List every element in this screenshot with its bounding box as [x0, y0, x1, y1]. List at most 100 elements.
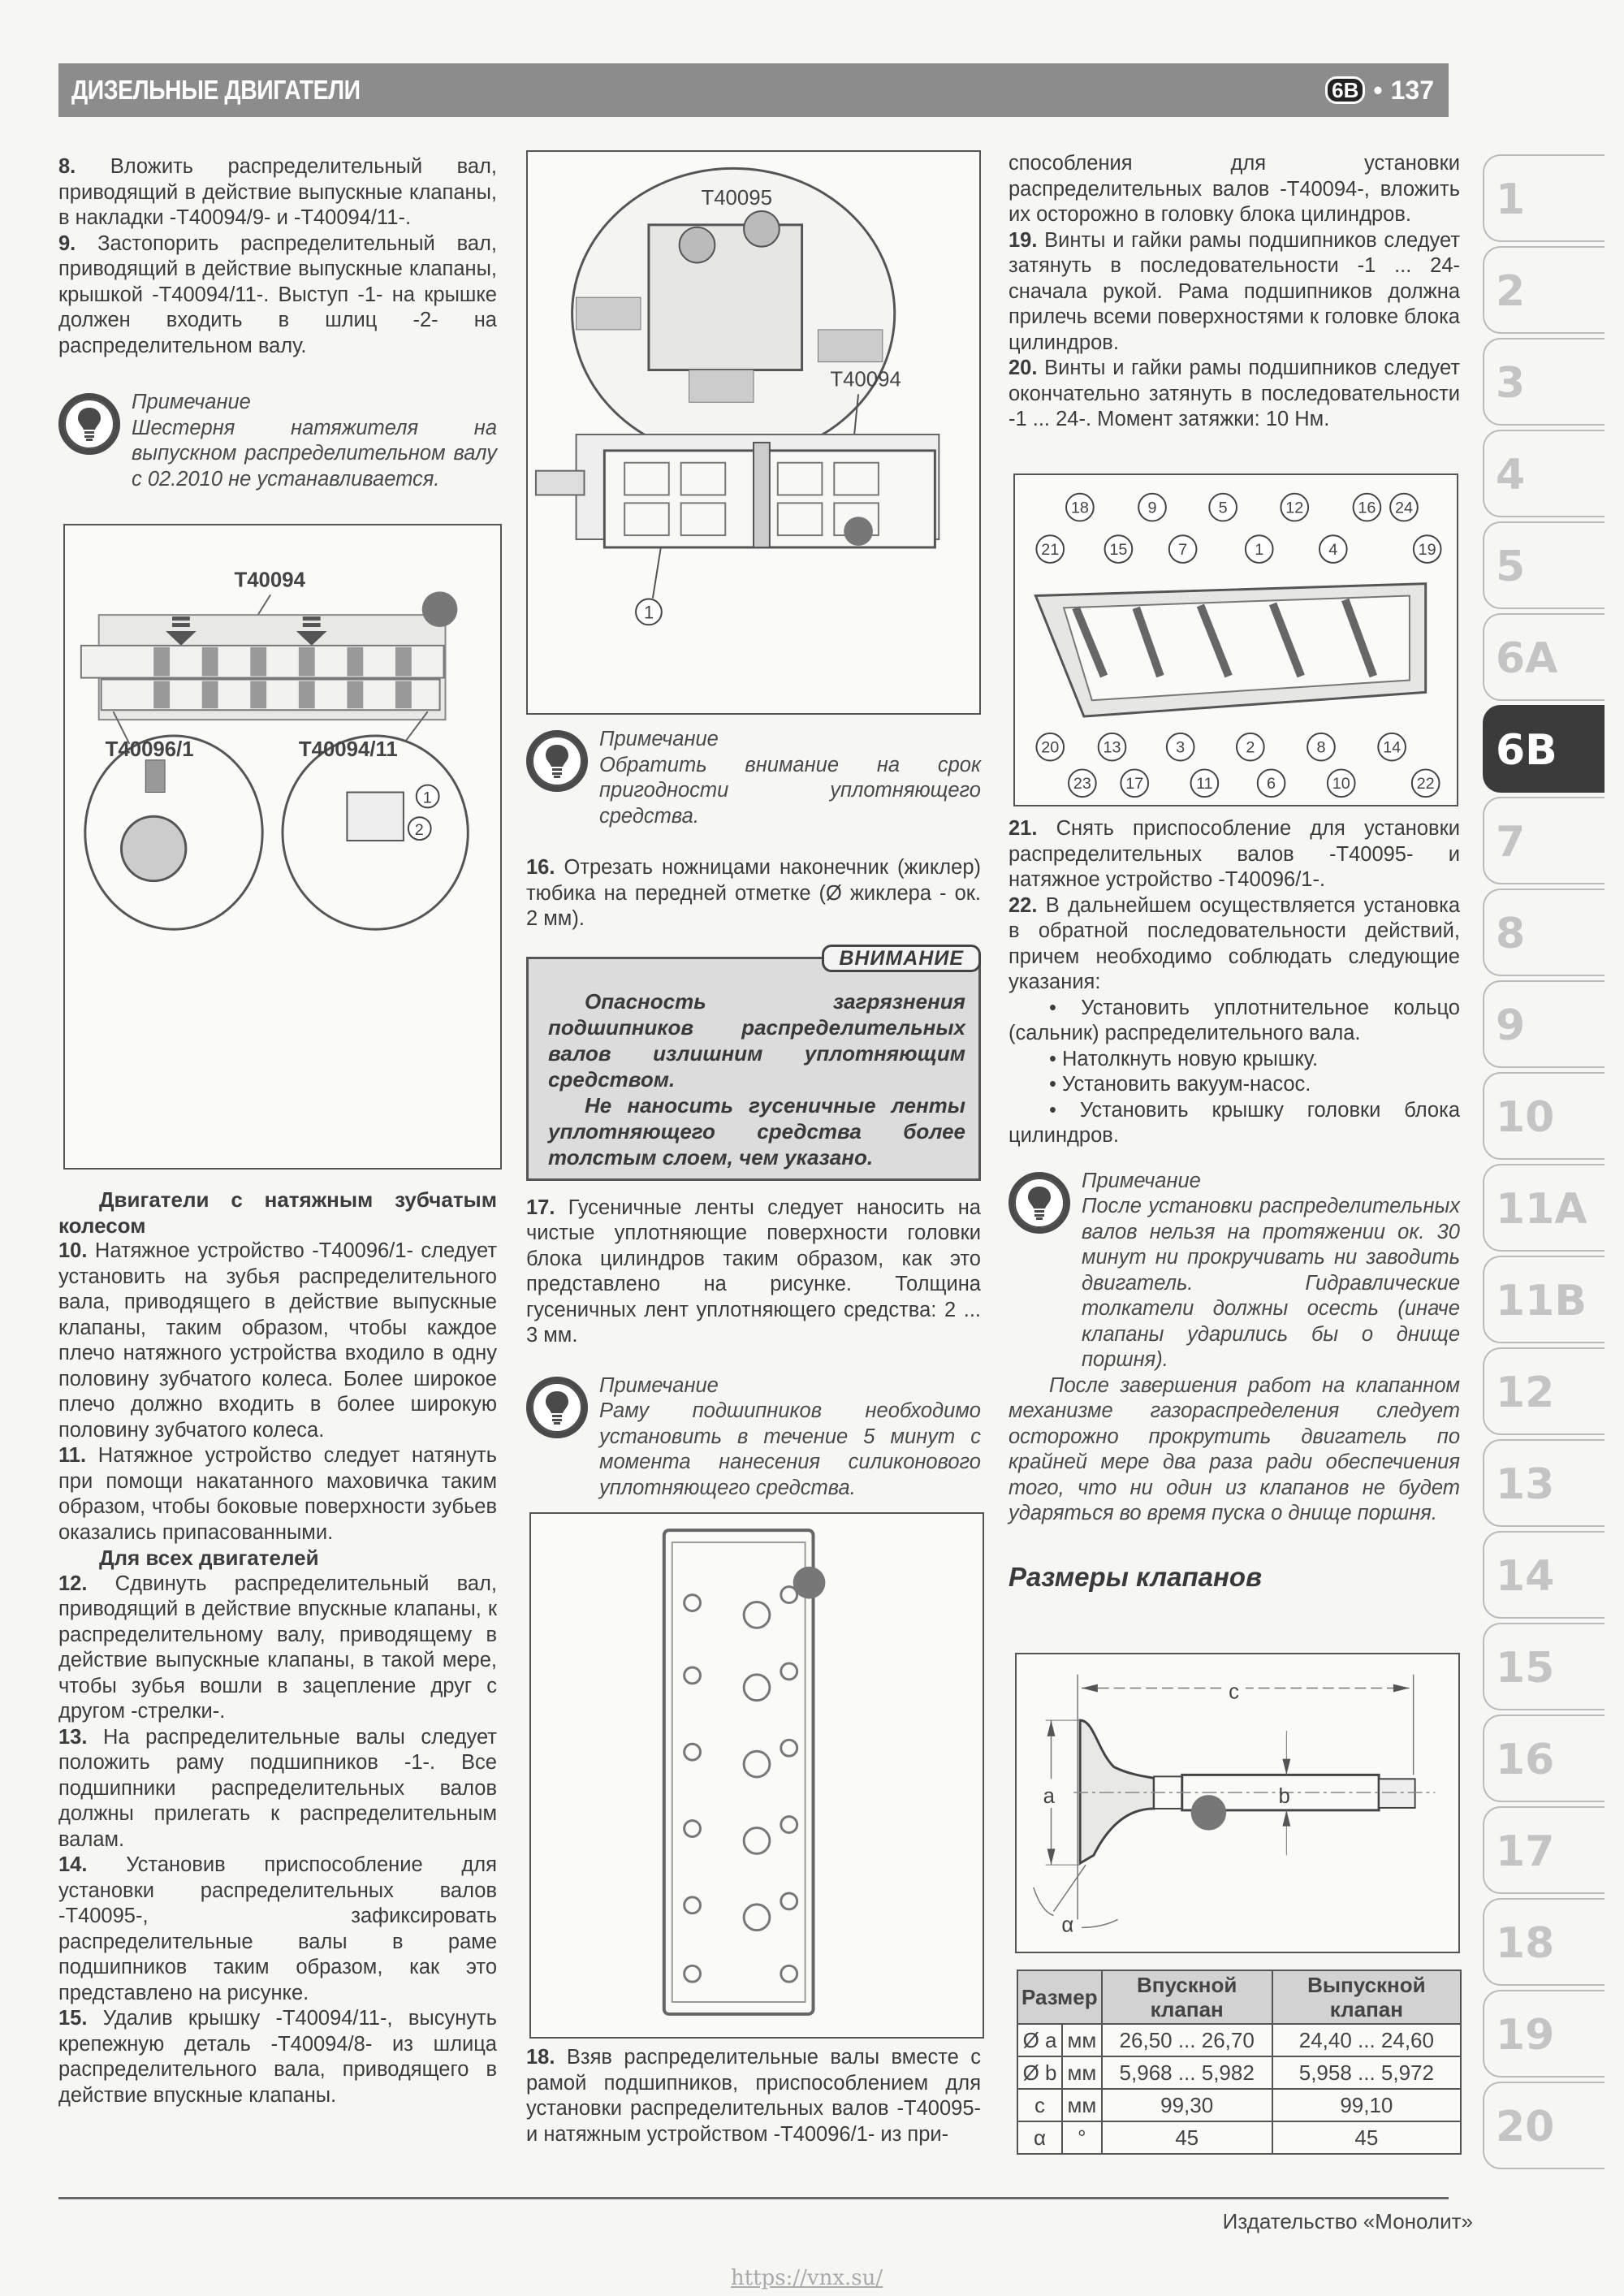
sequence-callouts: 18 9 5 12 16 24 21 15 7 1 4 19 20 13 3 2… [1035, 492, 1442, 798]
watermark-link[interactable]: https://vnx.su/ [731, 2266, 883, 2290]
table-row: α ° 45 45 [1016, 2121, 1462, 2155]
svg-text:16: 16 [1358, 499, 1376, 517]
svg-text:12: 12 [1285, 499, 1303, 517]
svg-text:17: 17 [1125, 775, 1143, 793]
tab-chapter-9[interactable]: 9 [1483, 980, 1605, 1068]
warning-label: ВНИМАНИЕ [822, 944, 981, 972]
tab-chapter-14[interactable]: 14 [1483, 1531, 1605, 1619]
svg-text:7: 7 [1178, 541, 1187, 559]
tab-chapter-5[interactable]: 5 [1483, 521, 1605, 609]
tab-chapter-20[interactable]: 20 [1483, 2082, 1605, 2169]
bullet-item: • Натолкнуть новую крышку. [1049, 1047, 1319, 1070]
heading-all-engines: Для всех двигателей [99, 1546, 319, 1570]
step-18-continued: способления для установки распределитель… [1009, 152, 1460, 226]
svg-text:2: 2 [1246, 739, 1255, 757]
table-header-row: Размер Впускной клапан Выпускной клапан [1017, 1970, 1462, 2025]
tab-chapter-2[interactable]: 2 [1483, 246, 1605, 334]
lightbulb-icon [526, 1376, 588, 1438]
tab-chapter-10[interactable]: 10 [1483, 1072, 1605, 1160]
svg-text:21: 21 [1041, 541, 1059, 559]
cylinder-head-illustration: T40095 T40094 1 [534, 166, 940, 626]
column-header: Размер [1017, 1970, 1103, 2025]
note-4: Примечание После установки распределител… [1009, 1169, 1460, 1373]
arrow-down-icon [296, 616, 327, 646]
chapter-badge: 6B [1325, 76, 1366, 104]
page-number: 137 [1390, 75, 1434, 105]
figure-tightening-sequence: 18 9 5 12 16 24 21 15 7 1 4 19 20 13 3 2… [1013, 473, 1458, 806]
figure-camshaft-tools: T40094 T40096/1 T40094/11 1 2 [63, 524, 502, 1170]
column-header: Впускной клапан [1100, 1970, 1273, 2025]
heading-tension-gear: Двигатели с натяжным зубчатым колесом [58, 1187, 497, 1238]
valve-diagram: c a b α [1033, 1671, 1436, 1936]
svg-text:20: 20 [1041, 739, 1059, 757]
camshaft-illustration: T40094 T40096/1 T40094/11 1 2 [80, 569, 469, 931]
svg-text:2: 2 [415, 821, 424, 839]
svg-text:14: 14 [1383, 739, 1401, 757]
page-header: ДИЗЕЛЬНЫЕ ДВИГАТЕЛИ 6B • 137 [58, 63, 1449, 117]
bearing-frame-illustration: 18 9 5 12 16 24 21 15 7 1 4 19 20 13 3 2… [1034, 492, 1442, 798]
svg-text:9: 9 [1148, 499, 1157, 517]
column-2: Примечание Обратить внимание на срок при… [526, 727, 981, 1501]
column-3: способления для установки распределитель… [1009, 151, 1460, 433]
tab-chapter-3[interactable]: 3 [1483, 338, 1605, 426]
figure-sealant-application [529, 1512, 984, 2039]
bullet-item: • Установить вакуум-насос. [1049, 1073, 1311, 1096]
svg-text:10: 10 [1332, 775, 1350, 793]
tab-chapter-16[interactable]: 16 [1483, 1714, 1605, 1802]
step-19: 19. Винты и гайки рамы подшипников следу… [1009, 228, 1460, 354]
tab-chapter-6b[interactable]: 6B [1483, 705, 1605, 793]
step-11: 11. Натяжное устройство следует натянуть… [58, 1444, 497, 1544]
svg-text:α: α [1061, 1913, 1073, 1936]
step-15: 15. Удалив крышку -Т40094/11-, высунуть … [58, 2007, 497, 2107]
step-13: 13. На распределительные валы следует по… [58, 1725, 497, 1851]
tab-chapter-11a[interactable]: 11A [1483, 1164, 1605, 1252]
svg-text:a: a [1043, 1785, 1056, 1808]
step-18: 18. Взяв распределительные валы вместе с… [526, 2046, 981, 2146]
step-14: 14. Установив приспособление для установ… [58, 1853, 497, 2004]
step-12: 12. Сдвинуть распределительный вал, прив… [58, 1572, 497, 1723]
tab-chapter-4[interactable]: 4 [1483, 430, 1605, 517]
svg-text:T40096/1: T40096/1 [106, 738, 194, 761]
svg-text:T40094: T40094 [830, 368, 901, 391]
svg-text:22: 22 [1417, 775, 1435, 793]
tab-chapter-7[interactable]: 7 [1483, 797, 1605, 884]
publisher-credit: Издательство «Монолит» [1222, 2209, 1473, 2233]
svg-text:3: 3 [1176, 739, 1185, 757]
section-title: ДИЗЕЛЬНЫЕ ДВИГАТЕЛИ [71, 75, 361, 105]
tab-chapter-12[interactable]: 12 [1483, 1347, 1605, 1435]
table-row: Ø b мм 5,968 ... 5,982 5,958 ... 5,972 [1016, 2056, 1462, 2090]
svg-text:5: 5 [1219, 499, 1228, 517]
chapter-tabs: 1 2 3 4 5 6A 6B 7 8 9 10 11A 11B 12 13 1… [1483, 154, 1605, 2173]
logo-icon [1190, 1795, 1227, 1831]
tab-chapter-11b[interactable]: 11B [1483, 1256, 1605, 1343]
column-1: 8. Вложить распределительный вал, привод… [58, 154, 497, 492]
logo-icon [421, 591, 458, 628]
svg-text:1: 1 [644, 602, 654, 622]
svg-text:6: 6 [1267, 775, 1276, 793]
step-8: 8. Вложить распределительный вал, привод… [58, 155, 497, 229]
logo-icon [844, 517, 873, 546]
tab-chapter-18[interactable]: 18 [1483, 1898, 1605, 1986]
svg-text:1: 1 [423, 789, 432, 806]
tab-chapter-6a[interactable]: 6A [1483, 613, 1605, 701]
tab-chapter-8[interactable]: 8 [1483, 889, 1605, 976]
valve-dimensions-heading: Размеры клапанов [1009, 1561, 1263, 1592]
page-locator: 6B • 137 [1325, 76, 1434, 106]
figure-bearing-frame-tool: T40095 T40094 1 [526, 150, 981, 715]
valve-dimensions-table: Размер Впускной клапан Выпускной клапан … [1016, 1970, 1462, 2155]
tab-chapter-15[interactable]: 15 [1483, 1623, 1605, 1710]
step-16: 16. Отрезать ножницами наконечник (жикле… [526, 856, 981, 930]
tab-chapter-19[interactable]: 19 [1483, 1990, 1605, 2078]
table-row: Ø a мм 26,50 ... 26,70 24,40 ... 24,60 [1016, 2023, 1462, 2057]
bullet-separator: • [1373, 75, 1383, 105]
tab-chapter-13[interactable]: 13 [1483, 1439, 1605, 1527]
svg-text:b: b [1278, 1785, 1289, 1808]
bullet-item: • Установить уплотнительное кольцо (саль… [1009, 996, 1460, 1045]
svg-text:T40095: T40095 [701, 187, 772, 210]
svg-text:15: 15 [1109, 541, 1127, 559]
tab-chapter-1[interactable]: 1 [1483, 154, 1605, 242]
column-2-lower: 18. Взяв распределительные валы вместе с… [526, 2045, 981, 2147]
svg-text:1: 1 [1255, 541, 1263, 559]
tab-chapter-17[interactable]: 17 [1483, 1806, 1605, 1894]
column-header: Выпускной клапан [1271, 1970, 1462, 2025]
